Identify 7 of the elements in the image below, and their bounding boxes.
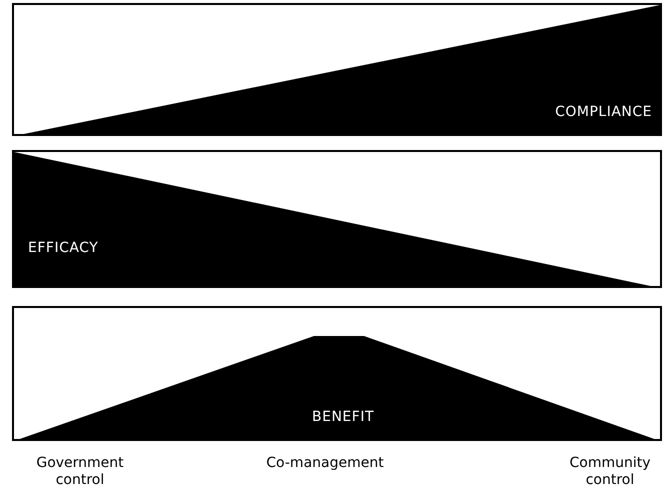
axis-label: Co-management	[265, 455, 385, 472]
chart-panel	[12, 306, 662, 441]
panel-label: BENEFIT	[312, 409, 374, 425]
panel-label: EFFICACY	[28, 240, 98, 256]
panel-label: COMPLIANCE	[555, 104, 652, 120]
axis-label: Government control	[35, 455, 125, 489]
axis-label: Community control	[568, 455, 652, 489]
